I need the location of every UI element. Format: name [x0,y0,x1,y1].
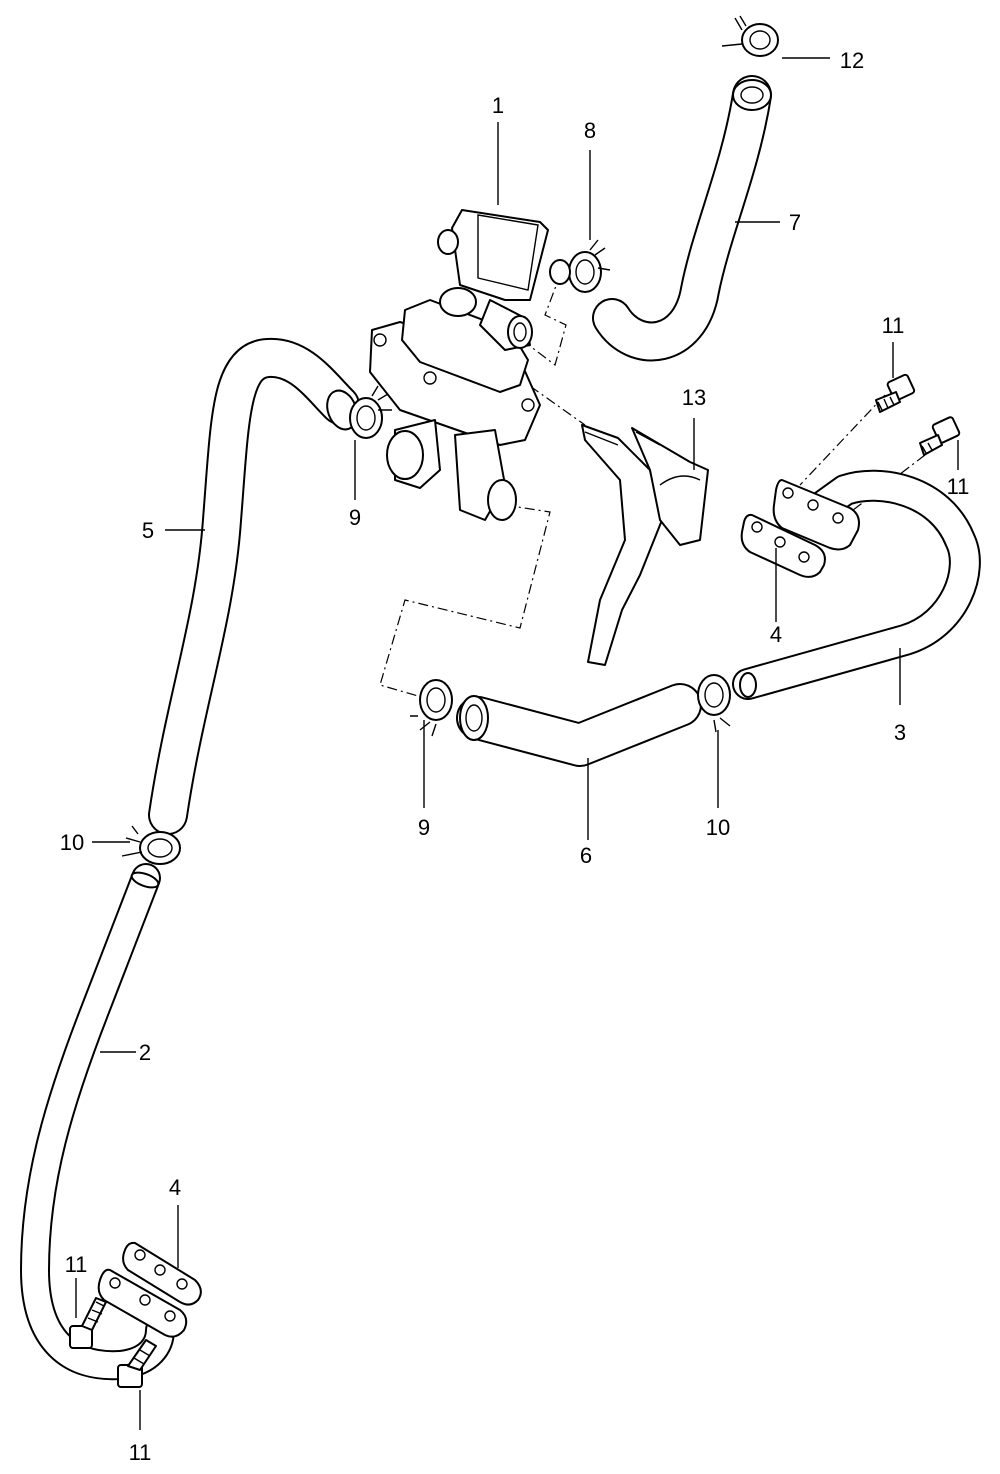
callout-11-lower-left: 11 [65,1252,88,1277]
callout-13: 13 [682,385,706,410]
clamp-8[interactable] [568,239,611,293]
hose-6[interactable] [456,683,702,767]
callout-10-left: 10 [60,830,84,855]
pipe-3[interactable] [732,469,981,700]
bolt-11-upper-right[interactable] [875,373,916,413]
callout-4-right: 4 [770,622,782,647]
callout-10-middle: 10 [706,815,730,840]
callout-4-lower: 4 [169,1175,181,1200]
callout-12: 12 [840,48,864,73]
bolt-11-lower-left[interactable] [69,1297,107,1349]
callout-labels: 1 2 3 4 4 5 6 7 8 9 9 10 10 11 11 11 11 … [60,48,970,1465]
leader-lines [75,57,959,1430]
callout-3: 3 [894,720,906,745]
callout-9-lower: 9 [418,815,430,840]
callout-11-bottom: 11 [129,1440,152,1465]
callout-11-right: 11 [947,474,970,499]
callout-6: 6 [580,843,592,868]
valve-1[interactable] [369,209,571,521]
callout-5: 5 [142,518,154,543]
pipe-2-flange [97,1268,188,1338]
clamp-12[interactable] [721,15,779,57]
bolt-11-bottom[interactable] [117,1339,157,1388]
bolt-11-right[interactable] [919,416,961,456]
callout-9-upper: 9 [349,505,361,530]
callout-11-upper-right: 11 [882,313,905,338]
callout-1: 1 [492,93,504,118]
callout-7: 7 [789,210,801,235]
hose-5[interactable] [148,338,362,835]
hose-7[interactable] [592,75,772,362]
clamp-10-middle[interactable] [697,674,731,733]
callout-2: 2 [139,1040,151,1065]
clamp-9-lower[interactable] [410,679,453,737]
callout-8: 8 [584,118,596,143]
gasket-4-right[interactable] [740,513,826,578]
gasket-4-lower[interactable] [122,1241,202,1306]
clamp-9-upper[interactable] [349,385,392,439]
bracket-13[interactable] [581,424,709,666]
clamp-10-left[interactable] [121,825,181,865]
